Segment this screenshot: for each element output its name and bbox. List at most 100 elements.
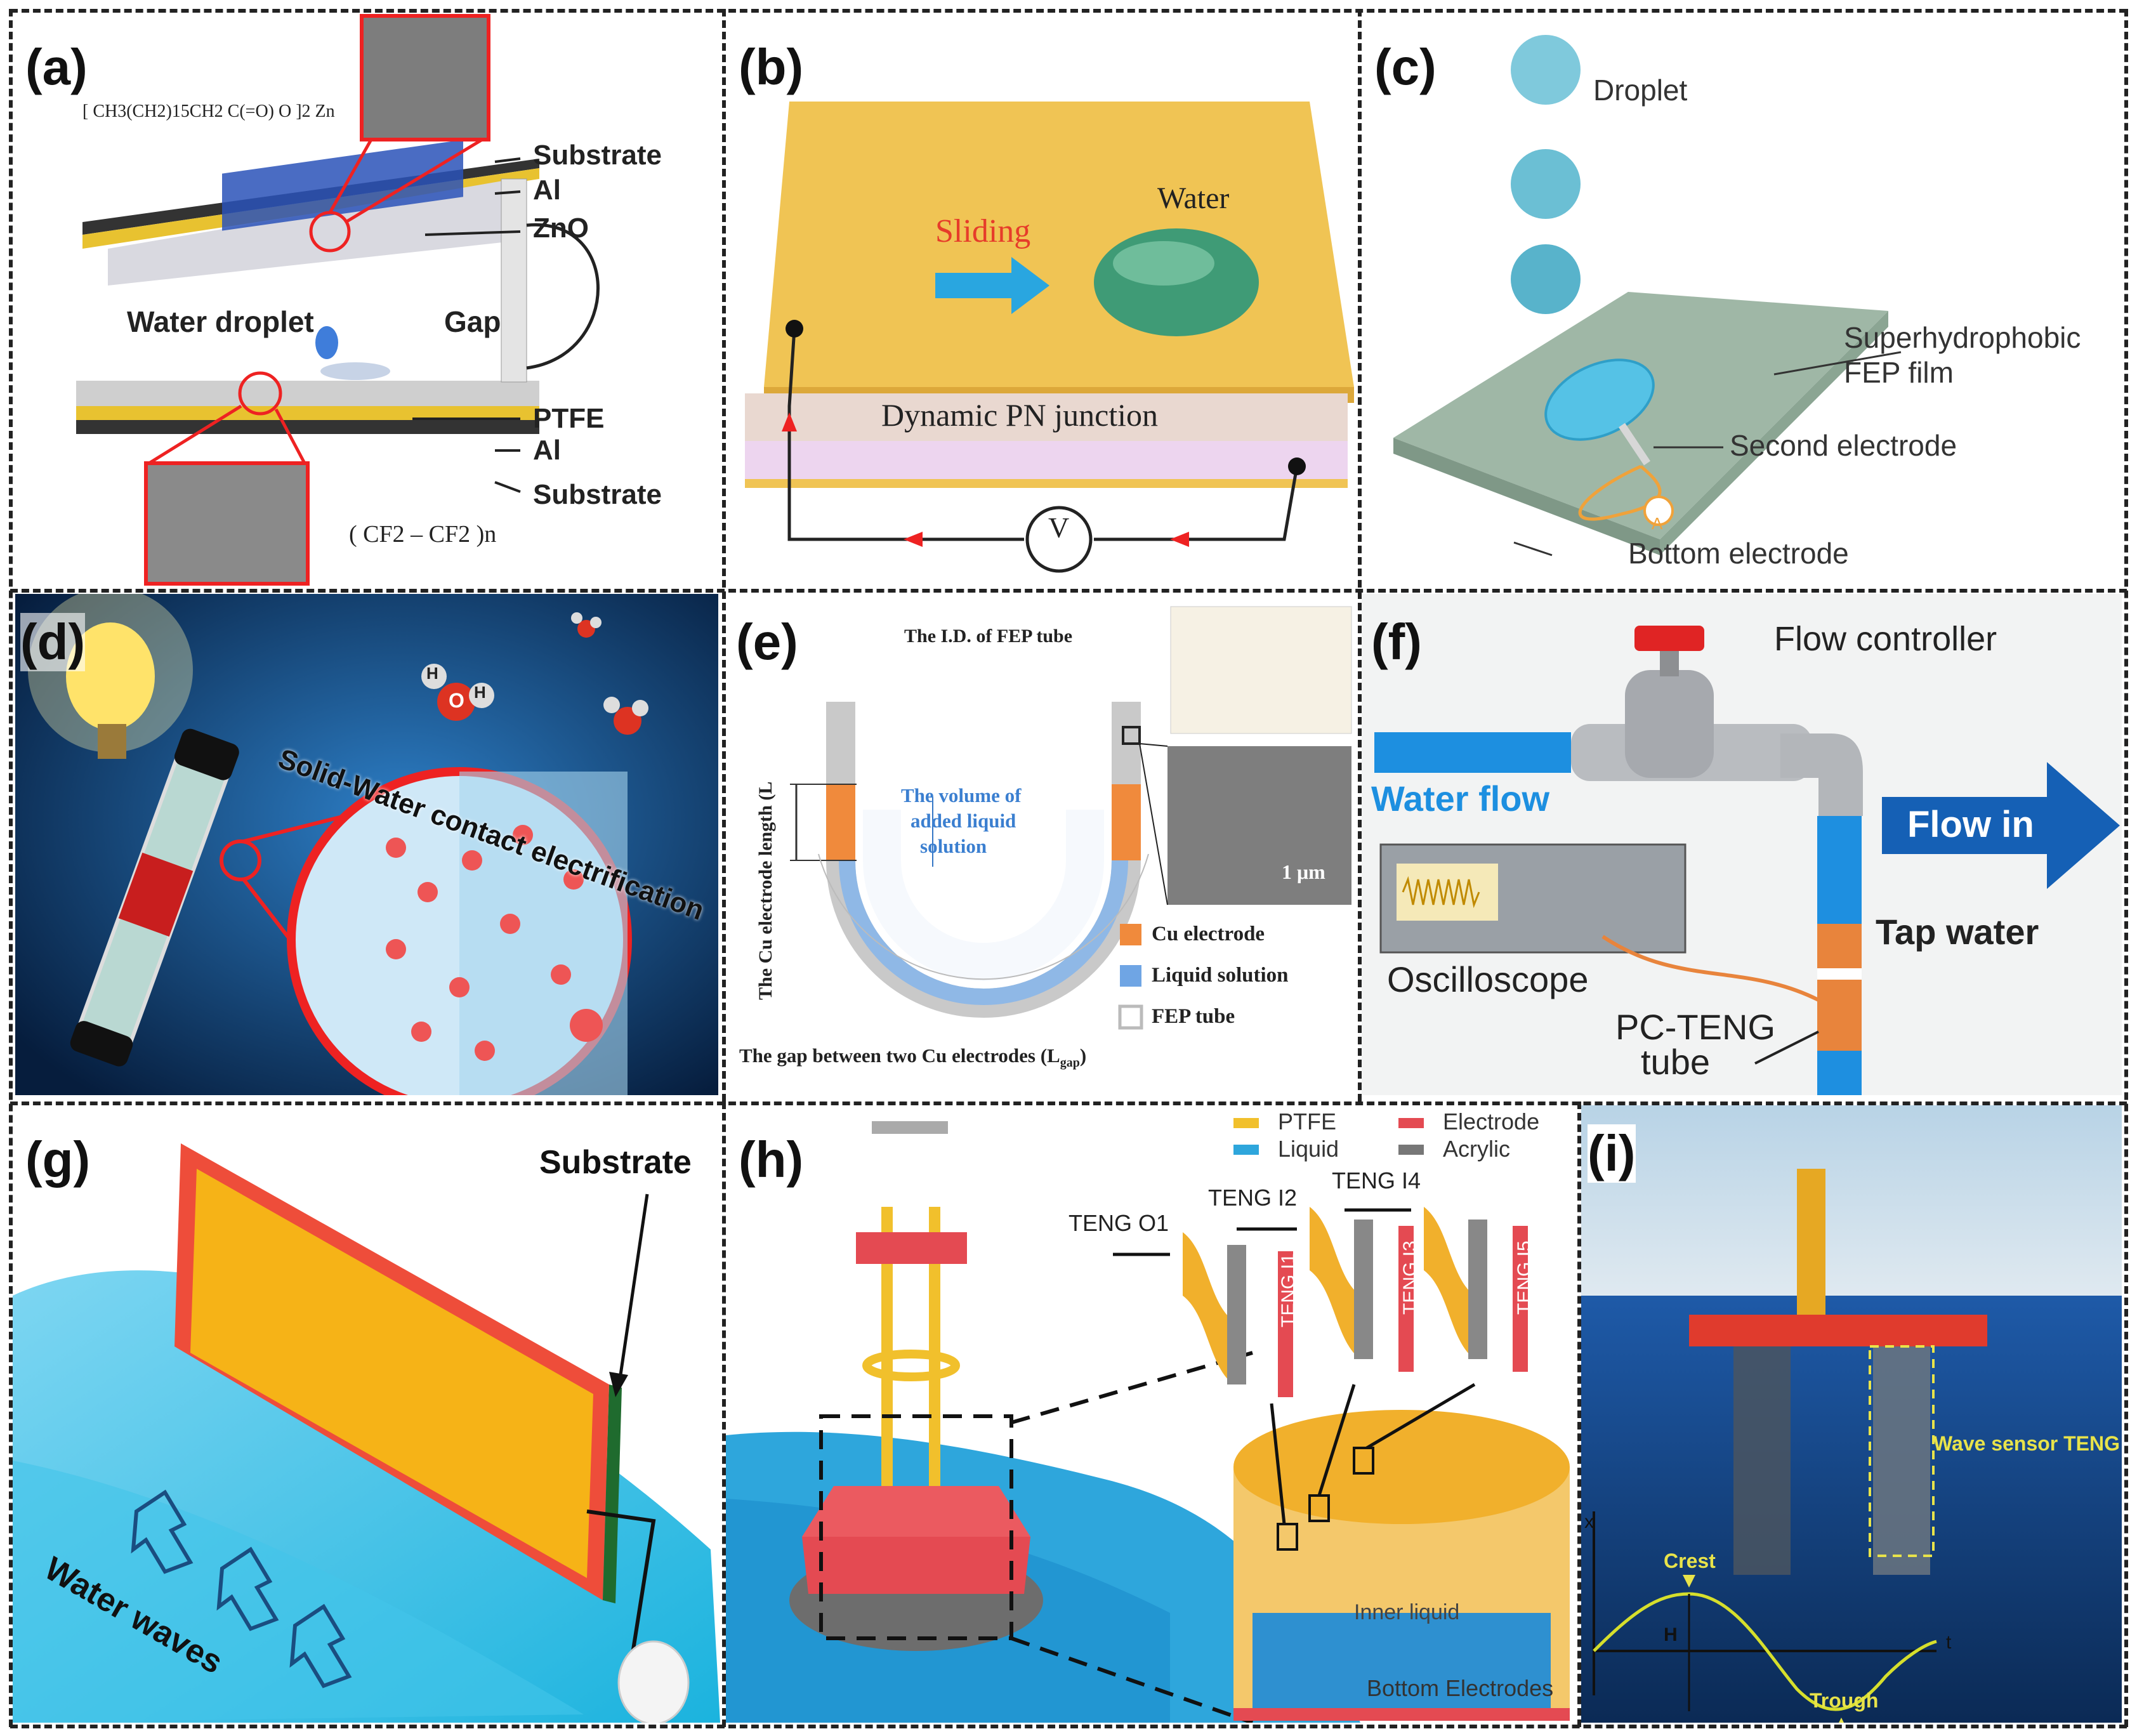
zoom-circle-bottom bbox=[238, 371, 282, 416]
label-teng-i5: TENG I5 bbox=[1514, 1240, 1535, 1315]
panel-c-diagram bbox=[1393, 35, 1902, 556]
label-water-droplet: Water droplet bbox=[127, 305, 314, 338]
sem-inset-e bbox=[1167, 746, 1351, 905]
label-bottom-electrode: Bottom electrode bbox=[1628, 537, 1849, 570]
bottom-al-layer bbox=[76, 406, 539, 420]
oscilloscope-screen bbox=[1397, 864, 1498, 921]
tube-cap-top bbox=[174, 728, 239, 780]
oscilloscope-cable bbox=[1601, 935, 1820, 1002]
label-voltmeter: V bbox=[1048, 511, 1070, 544]
zno-nanostructure bbox=[222, 140, 463, 231]
grid-left-border bbox=[9, 9, 13, 1727]
teng-plate-gold bbox=[190, 1169, 593, 1578]
trough-arrow bbox=[1839, 1718, 1844, 1723]
panel-f-diagram bbox=[1374, 626, 2120, 1095]
panel-i-diagram bbox=[1581, 1105, 2122, 1723]
panel-f-label: (f) bbox=[1371, 614, 1422, 670]
droplet-1 bbox=[1511, 35, 1581, 105]
tube-electrode-red bbox=[118, 852, 194, 937]
legend-liquid: Liquid solution bbox=[1152, 964, 1289, 987]
label-scale-bar: 1 μm bbox=[1282, 860, 1325, 883]
photo-inset bbox=[1170, 606, 1352, 734]
zoom-circle-small bbox=[220, 839, 261, 881]
wave-front bbox=[13, 1461, 584, 1723]
label-substrate-bottom: Substrate bbox=[533, 479, 662, 510]
label-inner-liquid: Inner liquid bbox=[1354, 1600, 1460, 1624]
label-tube: tube bbox=[1641, 1042, 1710, 1082]
label-teng-i1: TENG I1 bbox=[1278, 1253, 1299, 1327]
label-water-flow: Water flow bbox=[1371, 779, 1550, 819]
label-ammeter: A bbox=[1652, 514, 1663, 533]
bottom-electrode bbox=[745, 479, 1348, 488]
label-teng-i4: TENG I4 bbox=[1332, 1167, 1421, 1194]
panel-d-label: (d) bbox=[20, 613, 86, 671]
water-droplet-highlight bbox=[1113, 241, 1214, 286]
atom-h-2: H bbox=[474, 683, 486, 702]
oscilloscope-wave bbox=[1402, 876, 1480, 909]
label-t-axis: t bbox=[1946, 1632, 1952, 1653]
panel-b-diagram bbox=[745, 102, 1354, 573]
label-tap-water: Tap water bbox=[1876, 912, 2039, 952]
droplet-3 bbox=[1511, 244, 1581, 314]
label-volume-2: added liquid bbox=[911, 810, 1016, 832]
panel-h-label: (h) bbox=[739, 1131, 804, 1188]
ammeter-circle bbox=[1643, 496, 1674, 526]
label-crest: Crest bbox=[1664, 1549, 1716, 1572]
label-wave-sensor: Wave sensor TENG bbox=[1933, 1432, 2121, 1455]
sliding-arrow bbox=[935, 257, 1049, 314]
panel-a-label: (a) bbox=[25, 39, 88, 95]
rig-deck bbox=[1689, 1315, 1987, 1346]
tower-top-platform bbox=[856, 1232, 967, 1264]
label-droplet: Droplet bbox=[1593, 74, 1688, 107]
crest-arrow bbox=[1683, 1575, 1695, 1588]
wind-vane bbox=[872, 1121, 948, 1134]
spreading-droplet bbox=[320, 362, 390, 380]
substrate-pointer bbox=[617, 1194, 649, 1388]
label-gap-e: The gap between two Cu electrodes (Lgap) bbox=[739, 1044, 1086, 1070]
label-sliding: Sliding bbox=[935, 213, 1031, 249]
grid-col2-divider-bottom bbox=[1577, 1101, 1581, 1727]
contact-dot-left bbox=[786, 320, 803, 338]
label-substrate-g: Substrate bbox=[539, 1144, 692, 1181]
label-ptfe: PTFE bbox=[533, 403, 605, 434]
contact-dot-right bbox=[1288, 457, 1306, 475]
label-volume-3: solution bbox=[920, 835, 987, 857]
zoom-box-e bbox=[1122, 726, 1141, 745]
zoom-line-2 bbox=[345, 138, 483, 224]
legend-liquid: Liquid bbox=[1278, 1136, 1339, 1162]
circuit-wire bbox=[526, 223, 600, 370]
label-trough: Trough bbox=[1810, 1689, 1879, 1712]
cu-electrode-left bbox=[826, 784, 855, 860]
faucet-body bbox=[1625, 670, 1714, 778]
buoy-tower-leg-2 bbox=[929, 1207, 940, 1486]
label-al-top: Al bbox=[533, 174, 561, 206]
label-teng-i2: TENG I2 bbox=[1208, 1185, 1298, 1211]
inner-liquid bbox=[1253, 1613, 1551, 1708]
panel-d-diagram bbox=[15, 594, 718, 1095]
atom-o: O bbox=[449, 689, 464, 712]
grid-col1-divider-bottom bbox=[722, 1101, 726, 1727]
water-flow-pipe bbox=[1374, 732, 1571, 773]
panel-i-label: (i) bbox=[1588, 1124, 1636, 1183]
grid-col2-divider-top bbox=[1358, 9, 1362, 1101]
panel-e-label: (e) bbox=[736, 614, 798, 670]
grid-top-border bbox=[10, 9, 2127, 13]
panel-b-label: (b) bbox=[739, 39, 804, 95]
grid-col1-divider-top bbox=[722, 9, 726, 1101]
fep-film bbox=[1393, 292, 1888, 539]
panel-e-diagram bbox=[790, 606, 1352, 1030]
legend-acrylic: Acrylic bbox=[1443, 1136, 1510, 1162]
liquid-solution bbox=[863, 810, 1104, 981]
panel-h-diagram bbox=[726, 1118, 1570, 1723]
water-molecule-1 bbox=[421, 664, 494, 721]
gap-arc bbox=[818, 853, 1149, 980]
liquid-fill bbox=[839, 860, 1128, 1005]
label-substrate-top: Substrate bbox=[533, 140, 662, 171]
faucet-handle bbox=[1634, 626, 1704, 651]
label-bottom-electrodes: Bottom Electrodes bbox=[1367, 1675, 1554, 1701]
label-gap: Gap bbox=[444, 305, 501, 338]
tower-ring bbox=[862, 1350, 960, 1381]
label-teng-i3: TENG I3 bbox=[1400, 1240, 1421, 1315]
water-molecule-2 bbox=[603, 697, 648, 735]
panel-i: (i) Wave sensor TENG Crest Trough x t H bbox=[1581, 1105, 2122, 1723]
